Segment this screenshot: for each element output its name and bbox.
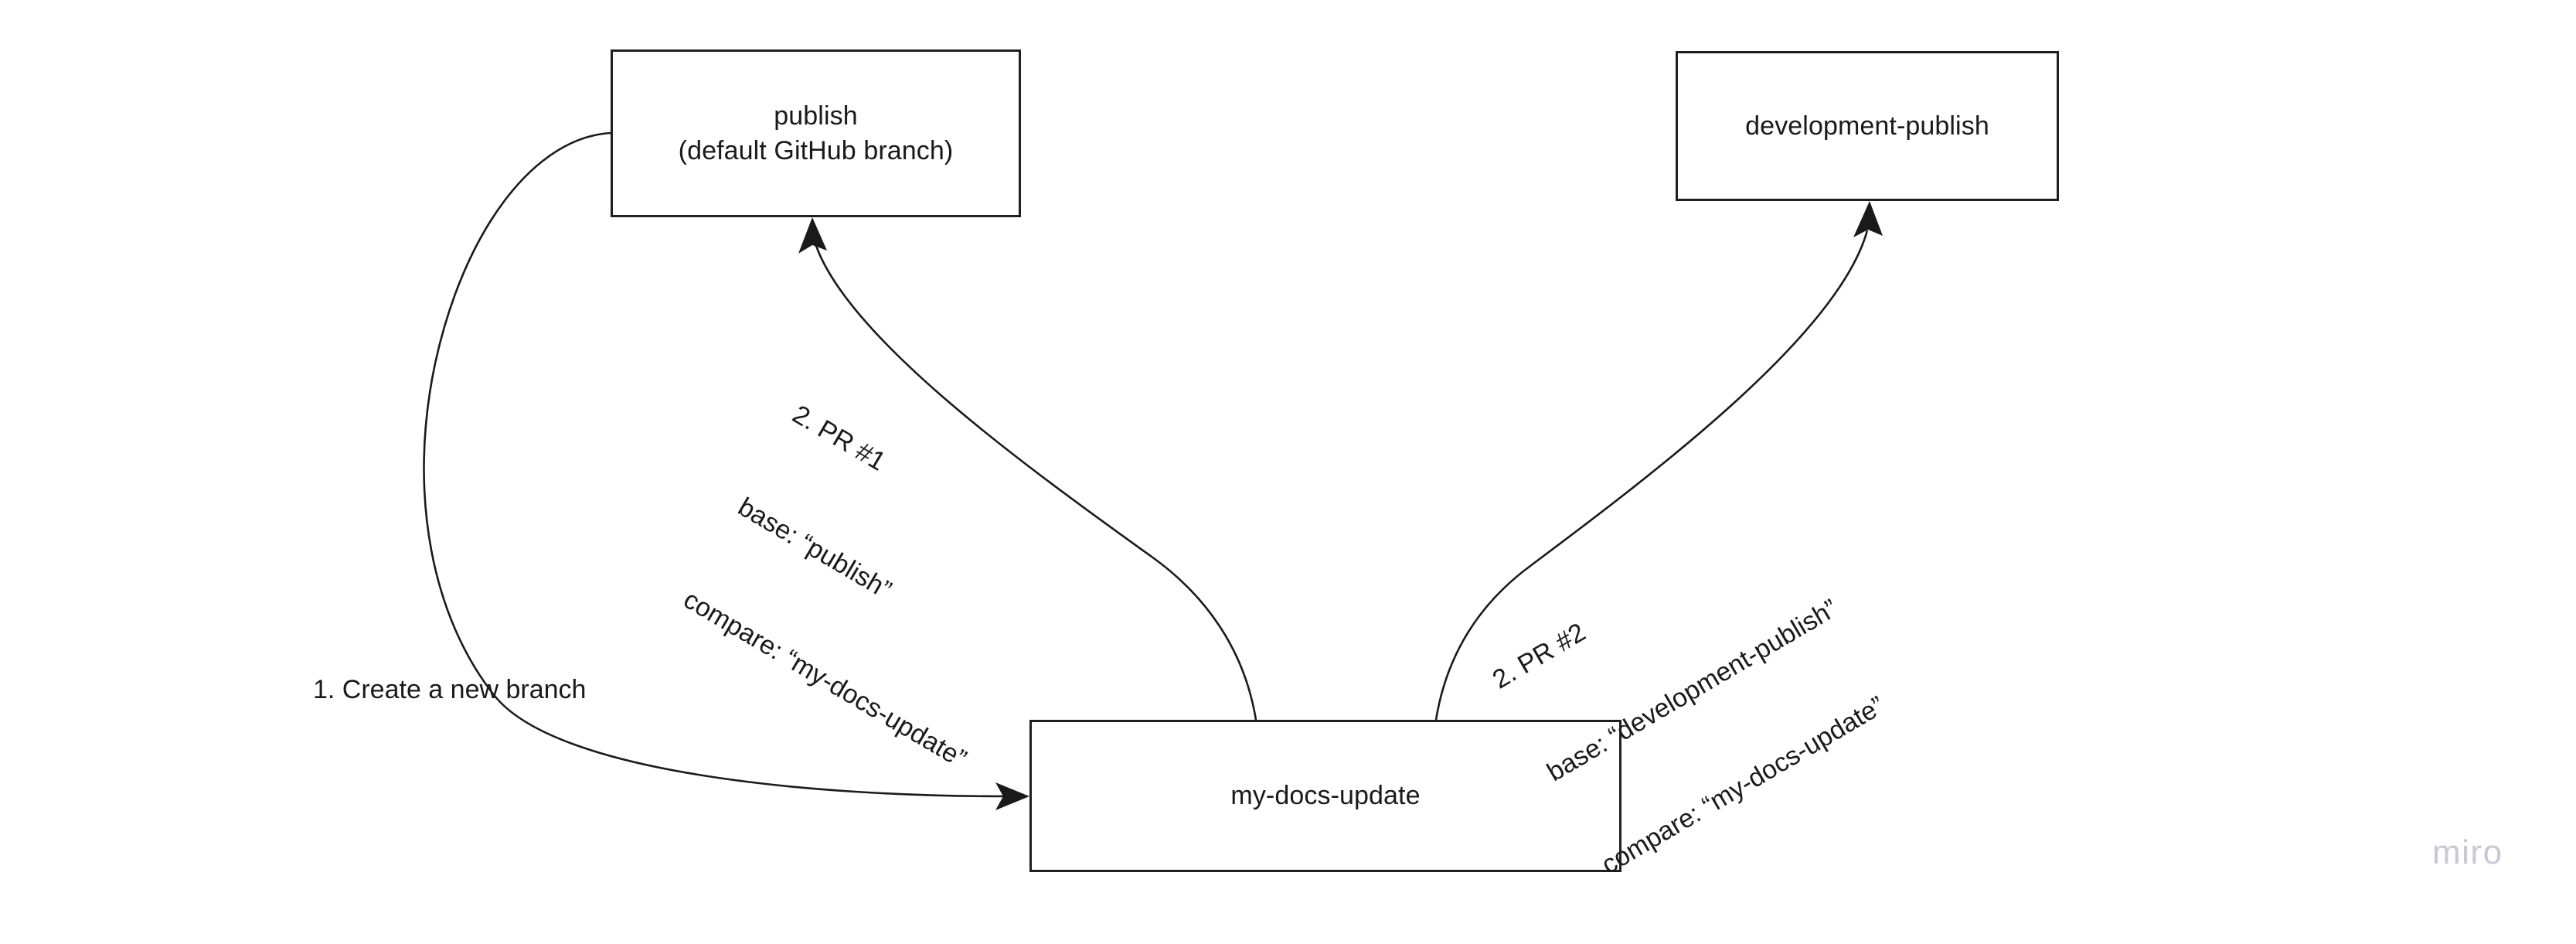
edge-pr2-arrowhead — [1853, 201, 1883, 237]
node-my-docs-update-label: my-docs-update — [1230, 781, 1421, 811]
edge-create-branch-arrowhead — [995, 782, 1029, 810]
miro-watermark: miro — [2432, 833, 2503, 871]
node-publish[interactable]: publish (default GitHub branch) — [611, 49, 1021, 217]
node-publish-label: publish (default GitHub branch) — [678, 101, 954, 165]
node-development-publish-label: development-publish — [1745, 111, 1989, 141]
edge-label-create-branch-text: 1. Create a new branch — [313, 675, 587, 705]
node-development-publish[interactable]: development-publish — [1676, 51, 2059, 201]
edge-pr1-arrowhead — [798, 217, 827, 254]
node-my-docs-update[interactable]: my-docs-update — [1029, 720, 1621, 872]
edge-label-create-branch[interactable]: 1. Create a new branch — [313, 605, 586, 775]
